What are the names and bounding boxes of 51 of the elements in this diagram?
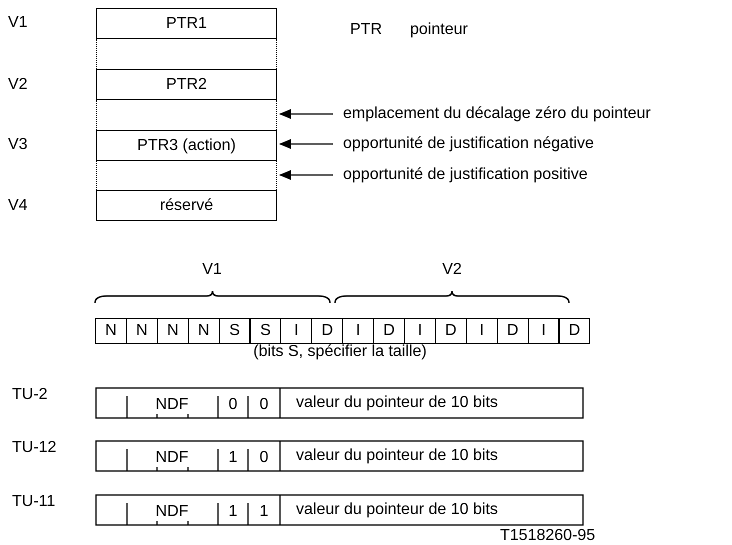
figure-number: T1518260-95 [500, 527, 596, 545]
arrow [279, 170, 333, 180]
abbreviation-meaning: pointeur [410, 21, 468, 39]
bit-cell: S [218, 318, 250, 344]
row-label: TU-2 [12, 386, 48, 404]
field-label: valeur du pointeur de 10 bits [296, 501, 498, 519]
field-label: NDF [156, 503, 188, 521]
annotation-text: emplacement du décalage zéro du pointeur [343, 105, 651, 123]
bit-cell: D [434, 318, 467, 344]
note-text: (bits S, spécifier la taille) [253, 343, 427, 361]
bit-cell: I [342, 318, 374, 344]
arrow [279, 109, 333, 119]
row-label: TU-12 [12, 439, 56, 457]
byte-label: V1 [202, 261, 222, 279]
pointer-box: PTR1 [96, 8, 277, 39]
reserved-box: réservé [96, 190, 277, 221]
field-label: NDF [156, 396, 188, 414]
bit-value: 0 [228, 396, 238, 414]
pointer-box: PTR3 (action) [96, 130, 277, 161]
abbreviation: PTR [350, 21, 382, 39]
bit-cell: S [250, 318, 282, 344]
bit-cell: D [558, 318, 590, 344]
bit-cell: D [311, 318, 344, 344]
row-label: TU-11 [12, 493, 56, 511]
bit-cell: N [126, 318, 158, 344]
bit-value: 1 [260, 503, 268, 521]
arrow [279, 139, 333, 149]
pointer-box: PTR2 [96, 69, 277, 100]
bit-cell: N [95, 318, 127, 344]
field-label: valeur du pointeur de 10 bits [296, 447, 498, 465]
field-label: NDF [156, 449, 188, 467]
row-label: V2 [8, 76, 28, 94]
bit-cell: I [280, 318, 312, 344]
row-label: V4 [8, 197, 28, 215]
bit-cell: N [188, 318, 220, 344]
row-label: V3 [8, 136, 28, 154]
bit-cell: I [528, 318, 560, 344]
bit-value: 0 [260, 449, 268, 467]
bit-cell: I [466, 318, 498, 344]
bit-value: 0 [260, 396, 268, 414]
annotation-text: opportunité de justification positive [343, 166, 588, 184]
bit-cell: I [404, 318, 436, 344]
bit-cell: D [496, 318, 529, 344]
byte-label: V2 [442, 261, 462, 279]
field-label: valeur du pointeur de 10 bits [296, 394, 498, 412]
bit-value: 1 [228, 503, 238, 521]
bit-cell: D [373, 318, 405, 344]
annotation-text: opportunité de justification négative [343, 135, 594, 153]
bit-value: 1 [228, 449, 238, 467]
bit-cell: N [156, 318, 189, 344]
row-label: V1 [8, 14, 28, 32]
